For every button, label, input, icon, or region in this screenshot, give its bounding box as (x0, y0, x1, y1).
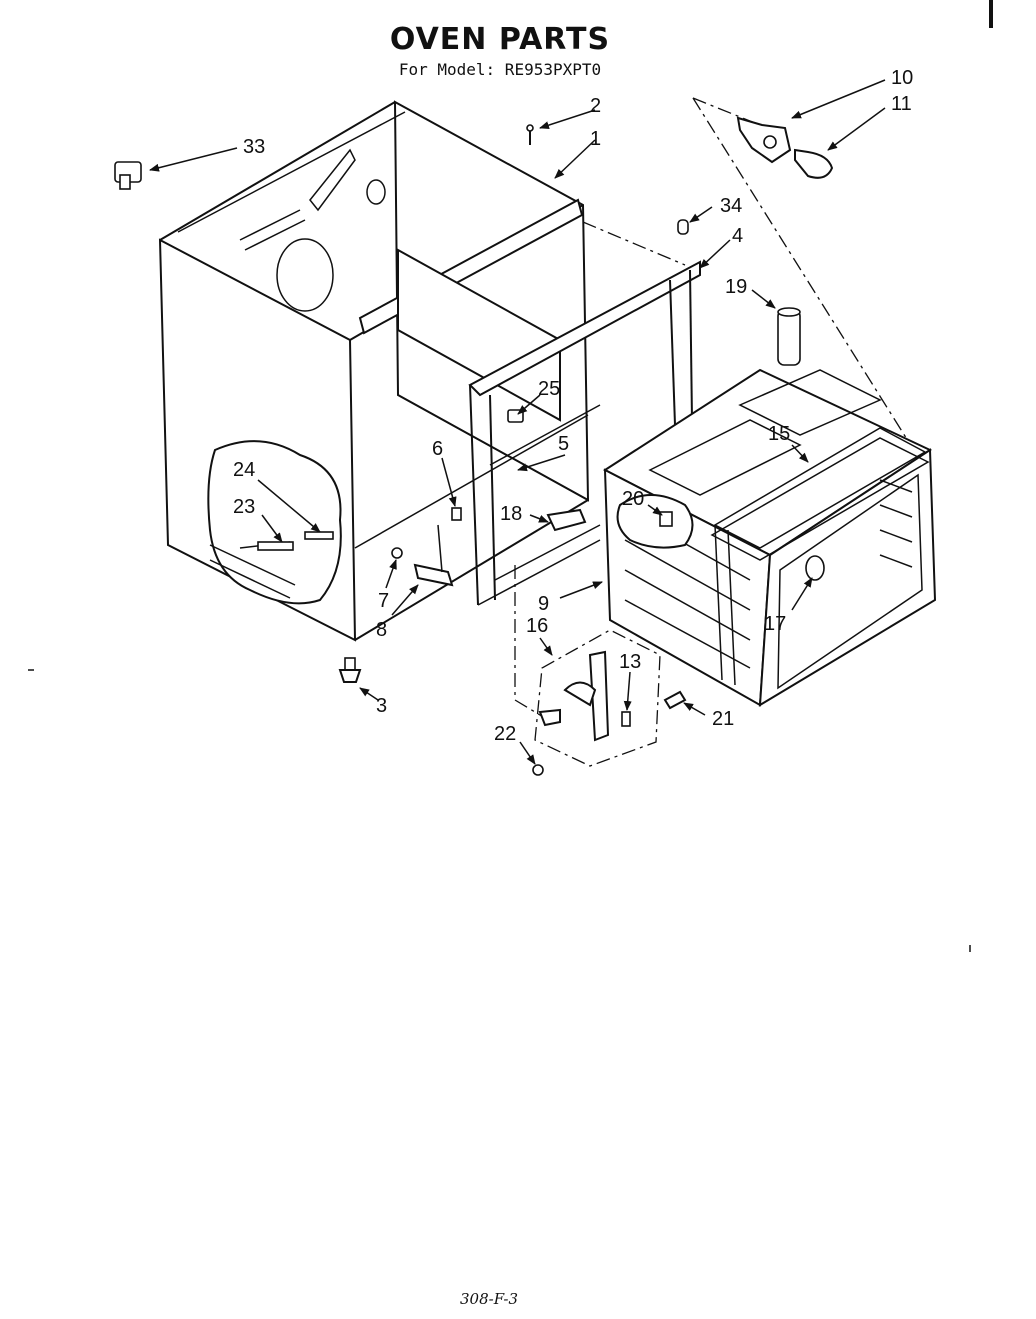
callout-17: 17 (764, 613, 786, 635)
callout-20: 20 (622, 488, 644, 510)
oven-liner (603, 368, 937, 707)
callout-33: 33 (243, 136, 265, 158)
callout-labels: 1 2 3 4 5 6 7 8 9 10 11 13 15 16 17 18 1… (233, 67, 913, 745)
callout-7: 7 (378, 590, 389, 612)
callout-34: 34 (720, 195, 742, 217)
callout-16: 16 (526, 615, 548, 637)
callout-10: 10 (891, 67, 913, 89)
loose-parts (114, 116, 834, 776)
callout-15: 15 (768, 423, 790, 445)
callout-22: 22 (494, 723, 516, 745)
callout-3: 3 (376, 695, 387, 717)
callout-leaders (149, 79, 886, 765)
callout-11: 11 (891, 93, 912, 115)
callout-5: 5 (558, 433, 569, 455)
callout-23: 23 (233, 496, 255, 518)
oven-cabinet (158, 100, 590, 642)
callout-9: 9 (538, 593, 549, 615)
callout-13: 13 (619, 651, 641, 673)
callout-4: 4 (732, 225, 743, 247)
callout-24: 24 (233, 459, 255, 481)
model-subtitle: For Model: RE953PXPT0 (398, 60, 602, 79)
callout-1: 1 (590, 128, 601, 150)
page-code: 308-F-3 (460, 1290, 519, 1308)
callout-2: 2 (590, 95, 601, 117)
callout-25: 25 (538, 378, 560, 400)
callout-8: 8 (376, 619, 387, 641)
callout-21: 21 (712, 708, 734, 730)
callout-6: 6 (432, 438, 443, 460)
front-frame (468, 260, 701, 606)
page-title: OVEN PARTS (389, 22, 611, 57)
assembly-guide-lines (514, 97, 926, 719)
callout-18: 18 (500, 503, 522, 525)
callout-19: 19 (725, 276, 747, 298)
